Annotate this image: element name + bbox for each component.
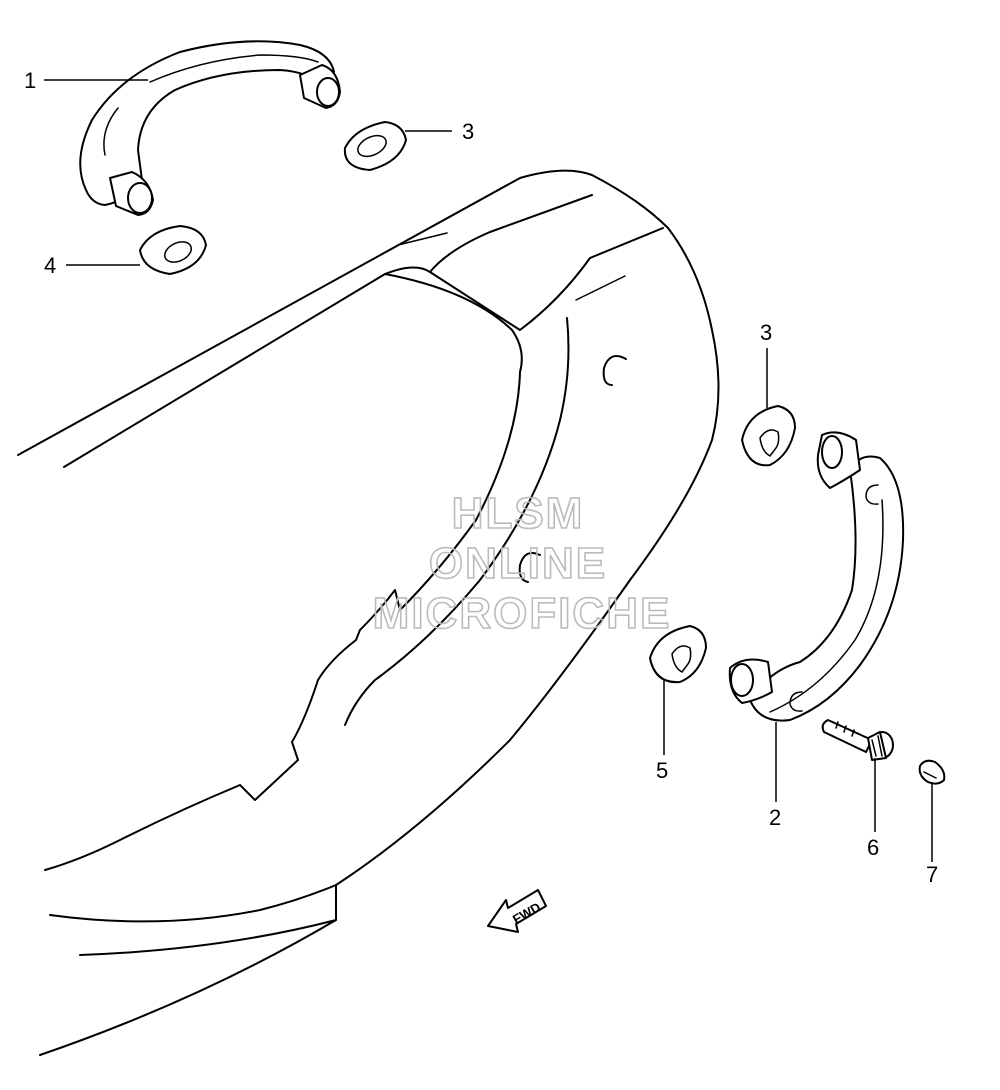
watermark-line-3: MICROFICHE (373, 589, 672, 638)
leader-lines (44, 79, 933, 862)
seat-tail-cowl (17, 169, 720, 1056)
callout-5: 5 (656, 758, 668, 783)
bolt (821, 719, 894, 761)
callout-labels: 1 3 4 3 5 2 6 7 (24, 68, 938, 887)
callout-4: 4 (44, 253, 56, 278)
callout-3-top: 3 (462, 119, 474, 144)
callout-6: 6 (867, 835, 879, 860)
callout-7: 7 (926, 862, 938, 887)
watermark: HLSM ONLINE MICROFICHE (372, 488, 672, 639)
cap-clip (918, 759, 946, 785)
grab-handle-left (79, 40, 341, 216)
forward-arrow-icon (487, 889, 547, 933)
watermark-line-2: ONLINE (429, 539, 607, 588)
washer-top (343, 121, 407, 171)
fwd-direction-arrow: FWD (487, 889, 547, 933)
callout-2: 2 (769, 805, 781, 830)
washer-left (139, 225, 207, 275)
callout-1: 1 (24, 68, 36, 93)
spacer-right (741, 405, 796, 467)
grab-handle-right (728, 431, 905, 722)
watermark-line-1: HLSM (452, 489, 585, 538)
spacer-lower (649, 625, 707, 684)
callout-3-right: 3 (760, 320, 772, 345)
